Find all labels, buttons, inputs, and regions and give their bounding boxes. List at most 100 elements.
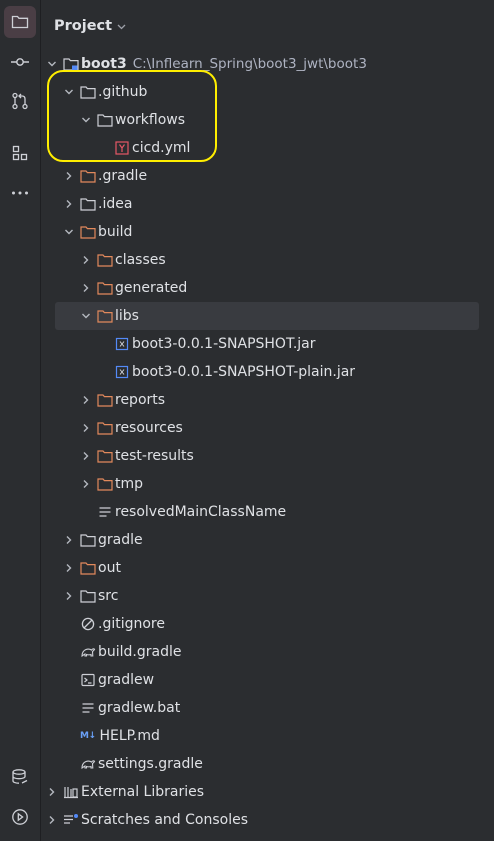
structure-icon[interactable] (4, 137, 36, 169)
tree-item-label: .gitignore (98, 616, 165, 632)
folder-icon (97, 112, 113, 128)
chevron-right-icon[interactable] (63, 534, 75, 546)
chevron-down-icon[interactable] (63, 226, 75, 238)
tree-item[interactable]: resources (41, 414, 494, 442)
tree-item[interactable]: build.gradle (41, 638, 494, 666)
chevron-right-icon[interactable] (80, 254, 92, 266)
terminal-file-icon (80, 672, 96, 688)
tree-item-label: test-results (115, 448, 194, 464)
chevron-right-icon[interactable] (63, 198, 75, 210)
tree-item[interactable]: build (41, 218, 494, 246)
tree-root-path: C:\Inflearn_Spring\boot3_jwt\boot3 (132, 56, 367, 72)
chevron-down-icon (117, 20, 126, 33)
chevron-right-icon[interactable] (80, 478, 92, 490)
tree-item[interactable]: .gradle (41, 162, 494, 190)
pull-requests-icon[interactable] (4, 85, 36, 117)
tree-item-label: gradlew.bat (98, 700, 181, 716)
folder-excluded-icon (97, 420, 113, 436)
tree-root-label: boot3 (81, 56, 127, 72)
tree-item[interactable]: .github (41, 78, 494, 106)
tree-item[interactable]: workflows (41, 106, 494, 134)
tree-item[interactable]: .idea (41, 190, 494, 218)
tree-item[interactable]: out (41, 554, 494, 582)
chevron-down-icon[interactable] (46, 58, 58, 70)
chevron-right-icon[interactable] (80, 422, 92, 434)
tree-item[interactable]: cicd.yml (41, 134, 494, 162)
arrow-spacer (63, 618, 75, 630)
jar-icon (114, 364, 130, 380)
gradle-file-icon (80, 756, 96, 772)
folder-icon[interactable] (4, 6, 36, 38)
chevron-right-icon[interactable] (63, 562, 75, 574)
chevron-right-icon[interactable] (80, 450, 92, 462)
folder-excluded-icon (97, 476, 113, 492)
module-folder-icon (63, 56, 79, 72)
chevron-right-icon[interactable] (80, 282, 92, 294)
arrow-spacer (97, 366, 109, 378)
folder-excluded-icon (97, 252, 113, 268)
chevron-down-icon[interactable] (80, 310, 92, 322)
tree-item[interactable]: resolvedMainClassName (41, 498, 494, 526)
tree-item[interactable]: test-results (41, 442, 494, 470)
tree-item[interactable]: libs (55, 302, 479, 330)
tree-item[interactable]: src (41, 582, 494, 610)
folder-icon (80, 588, 96, 604)
tree-item-label: .idea (98, 196, 133, 212)
tree-item[interactable]: classes (41, 246, 494, 274)
tree-root-boot3[interactable]: boot3 C:\Inflearn_Spring\boot3_jwt\boot3 (41, 50, 494, 78)
tree-item[interactable]: gradlew.bat (41, 694, 494, 722)
services-icon[interactable] (4, 801, 36, 833)
tree-item-label: cicd.yml (132, 140, 191, 156)
tree-item-label: build.gradle (98, 644, 182, 660)
page-title: Project (54, 18, 113, 34)
tree-item[interactable]: tmp (41, 470, 494, 498)
folder-excluded-icon (97, 308, 113, 324)
database-icon[interactable] (4, 761, 36, 793)
tree-item-label: out (98, 560, 121, 576)
tree-item-label: .github (98, 84, 148, 100)
project-panel: Project boot3 C:\Inflearn_Spring\boot3_j… (41, 0, 494, 841)
tree-item[interactable]: boot3-0.0.1-SNAPSHOT-plain.jar (41, 358, 494, 386)
tree-item-label: External Libraries (81, 784, 204, 800)
yaml-icon (114, 140, 130, 156)
project-view-selector[interactable]: Project (54, 16, 126, 36)
arrow-spacer (80, 506, 92, 518)
tree-item-label: build (98, 224, 133, 240)
folder-excluded-icon (80, 224, 96, 240)
tree-item[interactable]: .gitignore (41, 610, 494, 638)
chevron-right-icon[interactable] (80, 394, 92, 406)
tree-item-label: settings.gradle (98, 756, 203, 772)
chevron-down-icon[interactable] (63, 86, 75, 98)
tree-item-label: libs (115, 308, 139, 324)
chevron-down-icon[interactable] (80, 114, 92, 126)
tree-item[interactable]: M↓HELP.md (41, 722, 494, 750)
tree-item-label: workflows (115, 112, 186, 128)
chevron-right-icon[interactable] (46, 814, 58, 826)
folder-icon (80, 84, 96, 100)
library-icon (63, 784, 79, 800)
tree-item[interactable]: reports (41, 386, 494, 414)
tree-item[interactable]: generated (41, 274, 494, 302)
tree-item[interactable]: gradle (41, 526, 494, 554)
folder-icon (80, 532, 96, 548)
tree-item[interactable]: Scratches and Consoles (41, 806, 494, 834)
tool-window-stripe (0, 0, 41, 841)
jar-icon (114, 336, 130, 352)
tree-item-label: HELP.md (99, 728, 160, 744)
folder-icon (80, 196, 96, 212)
commit-icon[interactable] (4, 46, 36, 78)
arrow-spacer (63, 674, 75, 686)
chevron-right-icon[interactable] (46, 786, 58, 798)
tree-item[interactable]: boot3-0.0.1-SNAPSHOT.jar (41, 330, 494, 358)
chevron-right-icon[interactable] (63, 170, 75, 182)
tree-item-label: generated (115, 280, 188, 296)
chevron-right-icon[interactable] (63, 590, 75, 602)
more-icon[interactable] (4, 177, 36, 209)
tree-item-label: gradlew (98, 672, 155, 688)
tree-item[interactable]: External Libraries (41, 778, 494, 806)
tree-item-label: resolvedMainClassName (115, 504, 287, 520)
tree-item[interactable]: settings.gradle (41, 750, 494, 778)
tree-item[interactable]: gradlew (41, 666, 494, 694)
tree-item-label: boot3-0.0.1-SNAPSHOT.jar (132, 336, 316, 352)
text-file-icon (80, 700, 96, 716)
